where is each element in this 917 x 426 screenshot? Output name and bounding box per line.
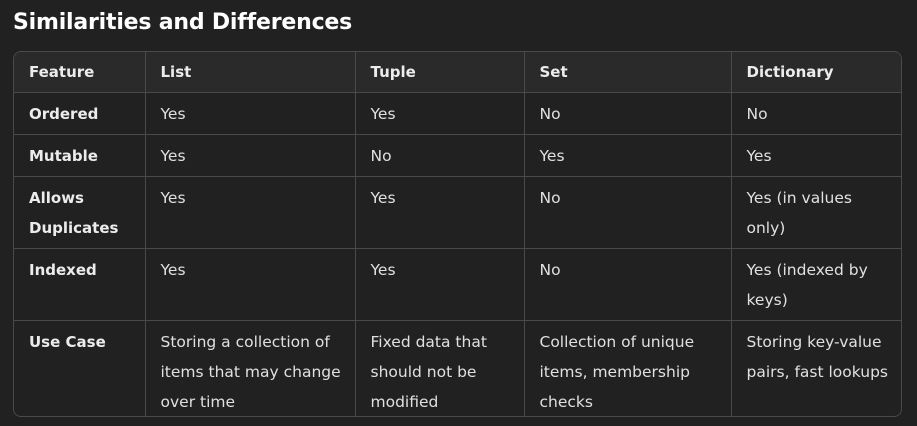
list-cell: Yes — [145, 134, 356, 177]
header-row: Feature List Tuple Set Dictionary — [14, 52, 901, 93]
list-cell: Storing a collection of items that may c… — [145, 320, 356, 416]
tuple-cell: Yes — [355, 92, 525, 135]
table-row: Ordered Yes Yes No No — [14, 92, 901, 135]
column-header-feature: Feature — [14, 52, 146, 93]
list-cell: Yes — [145, 176, 356, 249]
tuple-cell: Yes — [355, 248, 525, 321]
feature-cell: Allows Duplicates — [14, 176, 146, 249]
dictionary-cell: Yes — [731, 134, 901, 177]
table-row: Mutable Yes No Yes Yes — [14, 134, 901, 177]
dictionary-cell: Yes (in values only) — [731, 176, 901, 249]
tuple-cell: No — [355, 134, 525, 177]
table-header: Feature List Tuple Set Dictionary — [14, 52, 901, 93]
dictionary-cell: Storing key-value pairs, fast lookups — [746, 332, 889, 381]
comparison-table-container: Feature List Tuple Set Dictionary Ordere… — [13, 51, 902, 417]
set-cell: No — [524, 176, 732, 249]
tuple-cell: Yes — [355, 176, 525, 249]
table-row: Indexed Yes Yes No Yes (indexed by keys) — [14, 248, 901, 321]
table-row: Use Case Storing a collection of items t… — [14, 320, 901, 416]
feature-cell: Use Case — [14, 320, 146, 416]
column-header-tuple: Tuple — [355, 52, 525, 93]
tuple-cell: Fixed data that should not be modified — [355, 320, 525, 416]
dictionary-cell: No — [731, 92, 901, 135]
set-cell: Collection of unique items, membership c… — [524, 320, 732, 416]
feature-cell: Mutable — [14, 134, 146, 177]
set-cell: No — [524, 92, 732, 135]
table-row: Allows Duplicates Yes Yes No Yes (in val… — [14, 176, 901, 249]
list-cell: Yes — [145, 248, 356, 321]
feature-cell: Ordered — [14, 92, 146, 135]
column-header-set: Set — [524, 52, 732, 93]
feature-cell: Indexed — [14, 248, 146, 321]
comparison-table: Feature List Tuple Set Dictionary Ordere… — [14, 52, 901, 416]
table-body: Ordered Yes Yes No No Mutable Yes No Yes… — [14, 92, 901, 416]
set-cell: Yes — [524, 134, 732, 177]
column-header-list: List — [145, 52, 356, 93]
set-cell: No — [524, 248, 732, 321]
column-header-dictionary: Dictionary — [731, 52, 901, 93]
list-cell: Yes — [145, 92, 356, 135]
dictionary-cell: Yes (indexed by keys) — [731, 248, 901, 321]
section-heading: Similarities and Differences — [13, 10, 353, 35]
